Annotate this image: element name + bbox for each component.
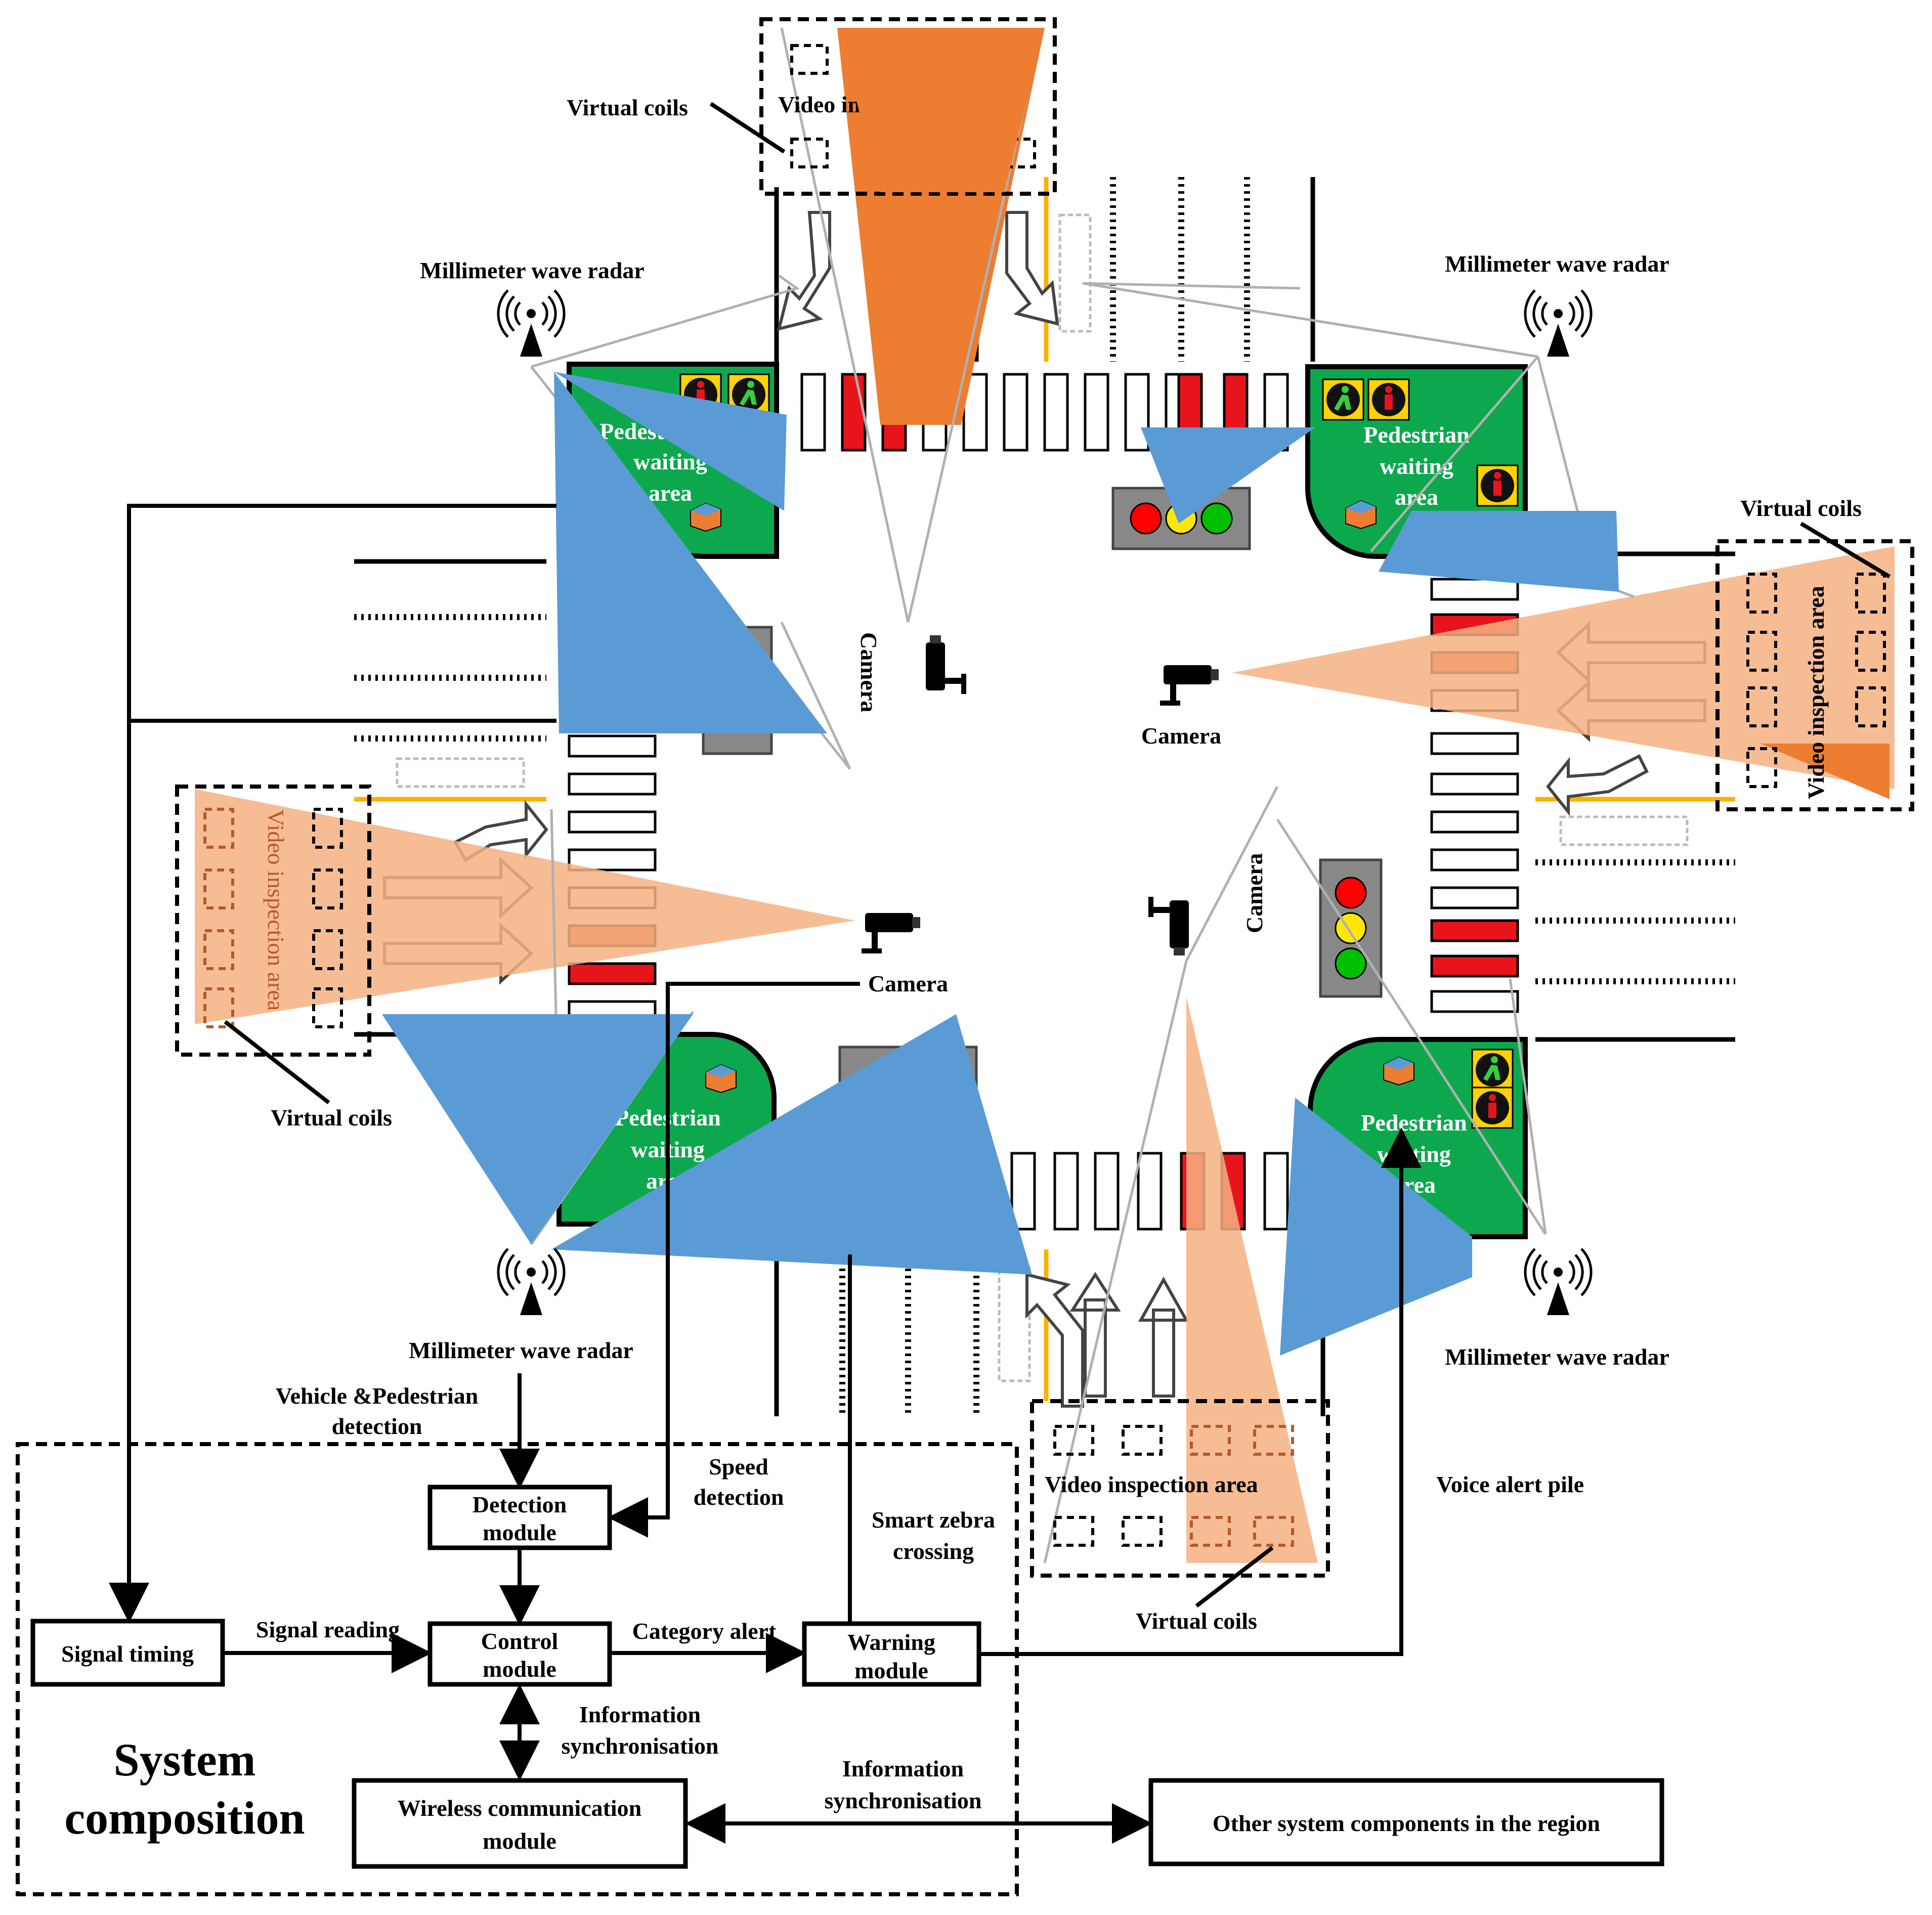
camera-north-icon xyxy=(926,635,966,694)
video-area-east[interactable]: Video inspection area xyxy=(1715,539,1914,811)
radar-label-sw: Millimeter wave radar xyxy=(409,1337,633,1363)
control-module[interactable]: Control module xyxy=(427,1621,612,1687)
waiting-area-ne xyxy=(1305,364,1528,559)
camera-east-icon xyxy=(1160,665,1219,706)
smart-zebra-label-2: crossing xyxy=(893,1538,974,1564)
control-module-label-2: module xyxy=(483,1656,556,1682)
system-composition-frame xyxy=(16,1442,1019,1896)
radar-label-ne: Millimeter wave radar xyxy=(1445,251,1669,277)
ped-label-ne-1: Pedestrian xyxy=(1363,422,1470,448)
other-components[interactable]: Other system components in the region xyxy=(1148,1778,1664,1866)
radar-nw-icon xyxy=(498,290,564,357)
control-module-label-1: Control xyxy=(481,1628,559,1654)
vehicle-ped-label-2: detection xyxy=(332,1413,422,1439)
detection-module-label-1: Detection xyxy=(473,1492,567,1517)
speed-label-2: detection xyxy=(694,1484,784,1510)
detection-module[interactable]: Detection module xyxy=(427,1485,612,1550)
speed-label-1: Speed xyxy=(709,1454,768,1479)
arrow-right-turn-north xyxy=(1005,211,1059,326)
arrow-left-turn-north xyxy=(777,211,831,331)
arrow-left-turn-east xyxy=(1546,754,1649,816)
road-markings xyxy=(354,177,1735,1416)
signal-timing-module[interactable]: Signal timing xyxy=(30,1619,225,1687)
warning-module-label-2: module xyxy=(854,1658,928,1683)
info-sync-label-1: Information xyxy=(579,1702,701,1727)
intersection-labels: Virtual coils Virtual coils Virtual coil… xyxy=(271,95,1862,1634)
ped-label-nw-3: area xyxy=(649,480,692,506)
radar-ne-icon xyxy=(1525,290,1591,357)
info-sync-label-3: Information xyxy=(842,1756,964,1781)
warning-module-label-1: Warning xyxy=(847,1629,935,1655)
signal-timing-label: Signal timing xyxy=(61,1641,194,1667)
wireless-module-label-2: module xyxy=(483,1828,556,1854)
flow-labels: Vehicle &Pedestrian detection Speed dete… xyxy=(256,1383,995,1813)
radar-label-se: Millimeter wave radar xyxy=(1445,1344,1669,1370)
radar-label-nw: Millimeter wave radar xyxy=(420,257,645,283)
virtual-coils-label-north: Virtual coils xyxy=(567,95,688,120)
category-alert-label: Category alert xyxy=(632,1618,777,1644)
video-area-east-label: Video inspection area xyxy=(1803,586,1829,799)
vehicle-ped-label-1: Vehicle &Pedestrian xyxy=(276,1383,479,1409)
camera-south-icon xyxy=(1148,897,1189,955)
wireless-module-label-1: Wireless communication xyxy=(398,1795,642,1821)
ped-label-ne-2: waiting xyxy=(1380,453,1453,479)
radar-se-icon xyxy=(1525,1249,1591,1315)
camera-label-east: Camera xyxy=(1141,723,1221,749)
video-area-west-label: Video inspection area xyxy=(263,809,289,1011)
radar-coverage xyxy=(382,372,1619,1356)
virtual-coils-label-east: Virtual coils xyxy=(1740,495,1862,521)
wireless-module[interactable]: Wireless communication module xyxy=(352,1778,688,1869)
zebra-south xyxy=(1010,1152,1289,1231)
info-sync-label-4: synchronisation xyxy=(824,1788,981,1813)
signal-reading-label: Signal reading xyxy=(256,1617,400,1642)
arrow-straight-south-2 xyxy=(1138,1276,1189,1398)
other-components-label: Other system components in the region xyxy=(1213,1810,1600,1836)
ped-label-se-1: Pedestrian xyxy=(1361,1110,1467,1136)
flow-arrows xyxy=(109,504,1422,1844)
camera-west-icon xyxy=(862,913,920,953)
system-title-2: composition xyxy=(64,1792,305,1844)
system-title-1: System xyxy=(113,1734,255,1786)
virtual-coils-label-south: Virtual coils xyxy=(1136,1608,1257,1634)
smart-zebra-label-1: Smart zebra xyxy=(872,1507,995,1533)
coil-pointers xyxy=(224,102,1891,1608)
video-area-north[interactable]: Video inspection area xyxy=(759,17,1057,196)
video-area-south-label: Video inspection area xyxy=(1045,1471,1258,1497)
detection-module-label-2: module xyxy=(483,1519,556,1545)
radar-sw-icon xyxy=(498,1249,564,1315)
traffic-light-east xyxy=(1320,860,1381,996)
camera-label-north: Camera xyxy=(856,632,882,712)
virtual-coils-label-west: Virtual coils xyxy=(271,1105,392,1130)
warning-module[interactable]: Warning module xyxy=(802,1621,981,1687)
video-area-west[interactable]: Video inspection area xyxy=(175,785,371,1057)
info-sync-label-2: synchronisation xyxy=(561,1733,718,1759)
arrow-left-turn-south xyxy=(1025,1273,1084,1408)
video-area-south[interactable]: Video inspection area xyxy=(1030,1399,1330,1578)
camera-label-west: Camera xyxy=(868,971,948,996)
ped-label-se-2: waiting xyxy=(1377,1141,1451,1167)
camera-label-south: Camera xyxy=(1241,853,1267,933)
voice-alert-label: Voice alert pile xyxy=(1436,1471,1584,1497)
